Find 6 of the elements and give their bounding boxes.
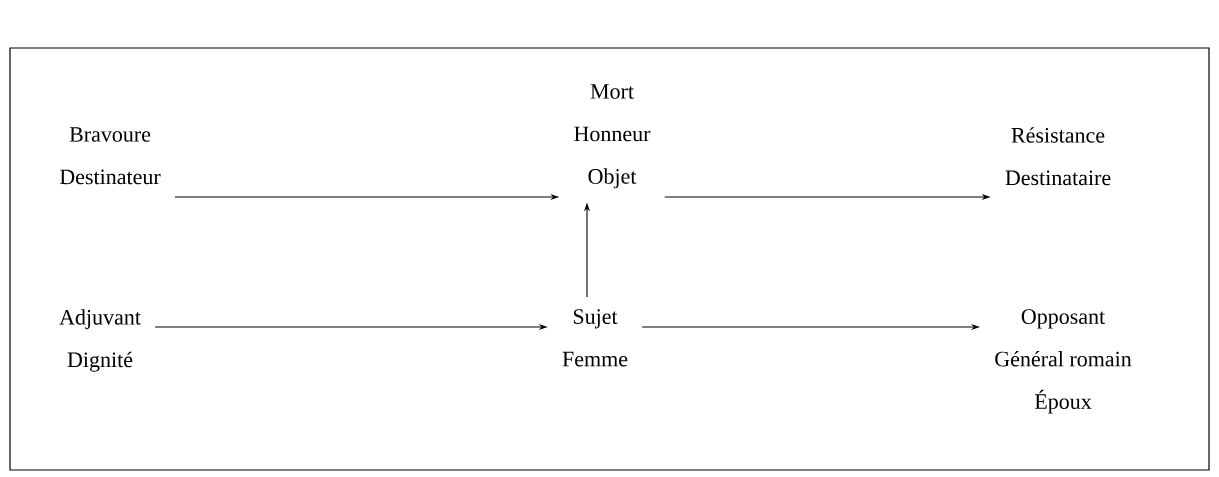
concept-label: Bravoure Destinateur — [59, 127, 161, 185]
concept-label: Résistance Destinataire — [1005, 127, 1111, 186]
concept-label: Adjuvant Dignité — [59, 309, 141, 372]
concept-label: Mort Honneur Objet — [574, 84, 651, 189]
concept-label: Opposant Général romain Époux — [995, 309, 1132, 414]
concept-label: Sujet Femme — [562, 309, 628, 367]
